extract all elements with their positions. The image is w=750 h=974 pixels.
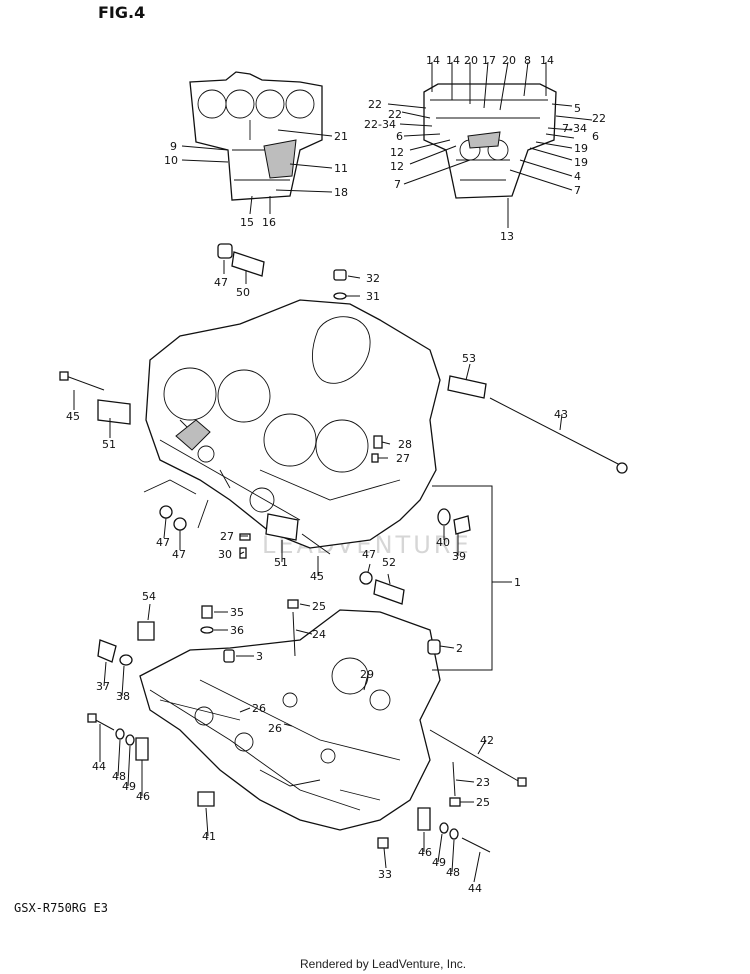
callout-48-b: 48 — [446, 866, 460, 879]
callout-47-b: 47 — [156, 536, 170, 549]
callout-50: 50 — [236, 286, 250, 299]
callout-44-a: 44 — [92, 760, 106, 773]
callout-22-b: 22 — [388, 108, 402, 121]
model-code: GSX-R750RG E3 — [14, 901, 108, 915]
callout-41: 41 — [202, 830, 216, 843]
callout-22-c: 22 — [592, 112, 606, 125]
callout-7-34: 7-34 — [562, 122, 587, 135]
callout-17: 17 — [482, 54, 496, 67]
callout-14-c: 14 — [540, 54, 554, 67]
callout-12-b: 12 — [390, 160, 404, 173]
callout-47-a: 47 — [214, 276, 228, 289]
callout-19-b: 19 — [574, 156, 588, 169]
callout-4: 4 — [574, 170, 581, 183]
callout-43: 43 — [554, 408, 568, 421]
figure-number: FIG.4 — [98, 3, 145, 22]
callout-16: 16 — [262, 216, 276, 229]
callout-20-b: 20 — [502, 54, 516, 67]
callout-21: 21 — [334, 130, 348, 143]
callout-7-b: 7 — [574, 184, 581, 197]
callout-29: 29 — [360, 668, 374, 681]
callout-47-d: 47 — [362, 548, 376, 561]
callout-18: 18 — [334, 186, 348, 199]
callout-19-a: 19 — [574, 142, 588, 155]
callout-49-a: 49 — [122, 780, 136, 793]
callout-53: 53 — [462, 352, 476, 365]
callout-54: 54 — [142, 590, 156, 603]
callout-25-b: 25 — [476, 796, 490, 809]
callout-22-34: 22-34 — [364, 118, 396, 131]
callout-labels: 14 14 20 17 20 8 14 22 22 22-34 6 12 12 … — [66, 54, 606, 895]
inset-upper-case-top-view — [189, 71, 323, 201]
callout-7-a: 7 — [394, 178, 401, 191]
callout-5: 5 — [574, 102, 581, 115]
callout-30: 30 — [218, 548, 232, 561]
callout-14-a: 14 — [426, 54, 440, 67]
callout-35: 35 — [230, 606, 244, 619]
callout-31: 31 — [366, 290, 380, 303]
callout-45-b: 45 — [310, 570, 324, 583]
callout-44-b: 44 — [468, 882, 482, 895]
callout-14-b: 14 — [446, 54, 460, 67]
callout-38: 38 — [116, 690, 130, 703]
callout-28: 28 — [398, 438, 412, 451]
callout-48-a: 48 — [112, 770, 126, 783]
callout-25-a: 25 — [312, 600, 326, 613]
callout-42: 42 — [480, 734, 494, 747]
callout-52: 52 — [382, 556, 396, 569]
callout-46-b: 46 — [418, 846, 432, 859]
callout-33: 33 — [378, 868, 392, 881]
callout-27-a: 27 — [396, 452, 410, 465]
callout-51-a: 51 — [102, 438, 116, 451]
callout-11: 11 — [334, 162, 348, 175]
callout-8: 8 — [524, 54, 531, 67]
callout-39: 39 — [452, 550, 466, 563]
callout-6-b: 6 — [592, 130, 599, 143]
callout-46-a: 46 — [136, 790, 150, 803]
callout-10: 10 — [164, 154, 178, 167]
callout-45-a: 45 — [66, 410, 80, 423]
callout-15: 15 — [240, 216, 254, 229]
callout-51-b: 51 — [274, 556, 288, 569]
callout-13: 13 — [500, 230, 514, 243]
callout-32: 32 — [366, 272, 380, 285]
callout-47-c: 47 — [172, 548, 186, 561]
callout-36: 36 — [230, 624, 244, 637]
callout-20-a: 20 — [464, 54, 478, 67]
callout-23: 23 — [476, 776, 490, 789]
callout-9: 9 — [170, 140, 177, 153]
inset-lower-case-view — [423, 83, 557, 199]
callout-26-a: 26 — [252, 702, 266, 715]
callout-24: 24 — [312, 628, 326, 641]
callout-3: 3 — [256, 650, 263, 663]
callout-6-a: 6 — [396, 130, 403, 143]
lower-crankcase — [139, 609, 441, 831]
leader-lines — [73, 61, 593, 883]
callout-12-a: 12 — [390, 146, 404, 159]
upper-crankcase — [145, 299, 441, 549]
small-parts — [59, 243, 628, 853]
callout-1: 1 — [514, 576, 521, 589]
callout-27-b: 27 — [220, 530, 234, 543]
callout-22-a: 22 — [368, 98, 382, 111]
callout-40: 40 — [436, 536, 450, 549]
callout-37: 37 — [96, 680, 110, 693]
callout-2: 2 — [456, 642, 463, 655]
callout-49-b: 49 — [432, 856, 446, 869]
callout-26-b: 26 — [268, 722, 282, 735]
footer-credit: Rendered by LeadVenture, Inc. — [300, 957, 466, 971]
